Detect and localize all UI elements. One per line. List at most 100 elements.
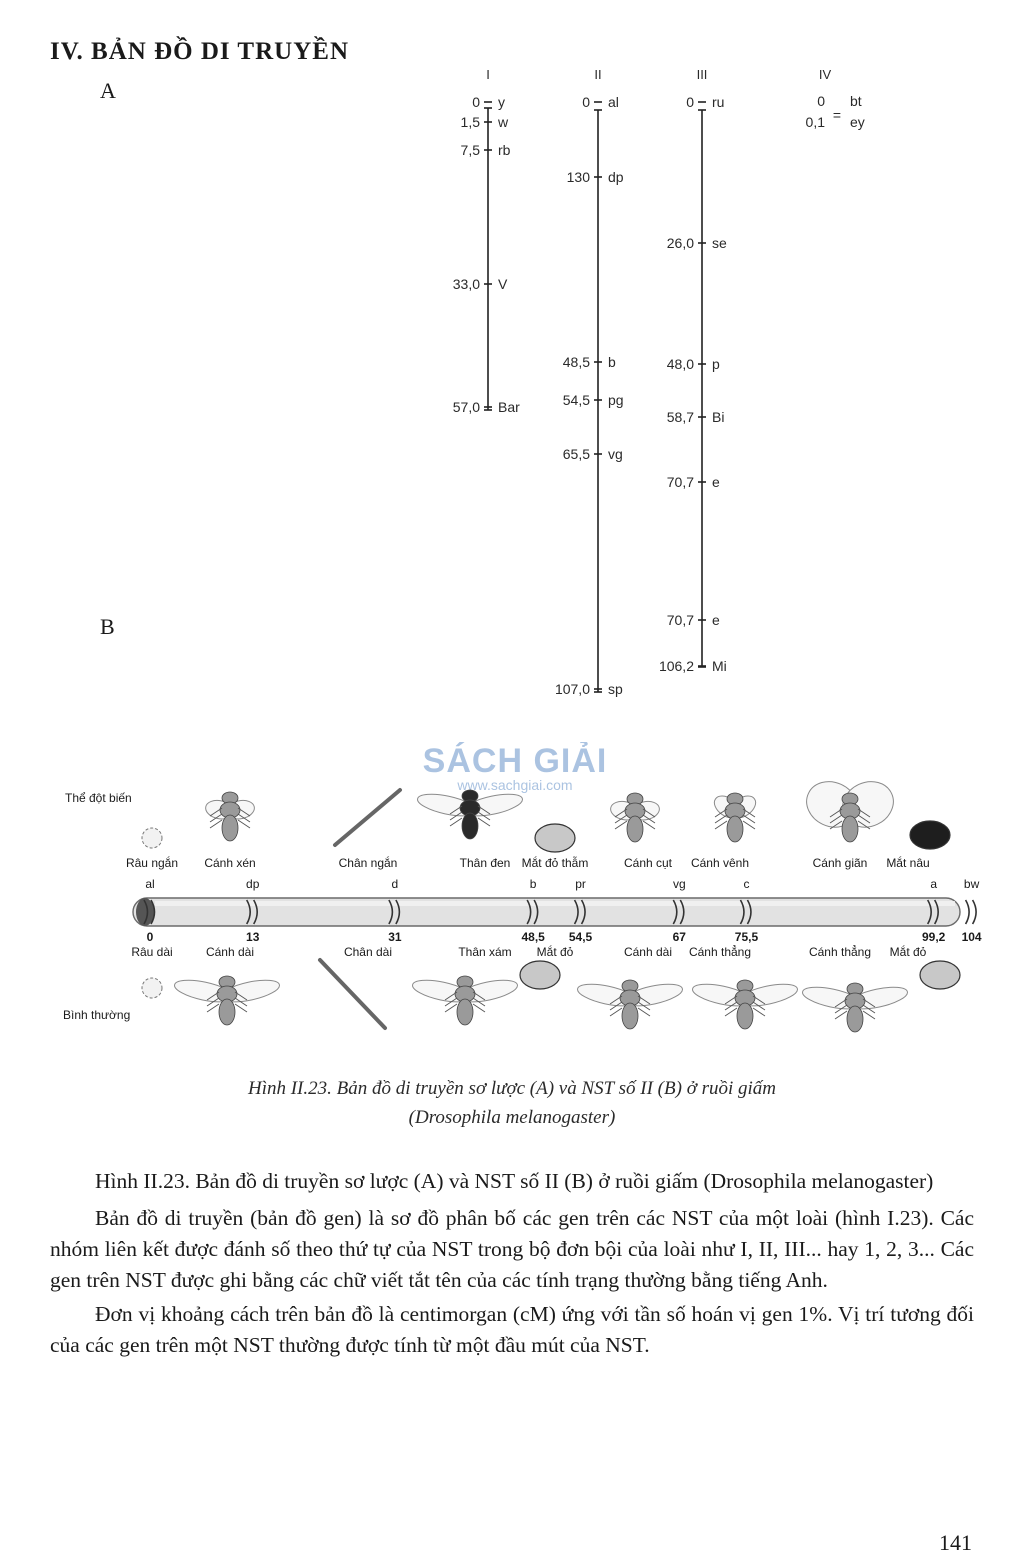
gene-symbol: e xyxy=(712,474,720,490)
gene-symbol: vg xyxy=(608,446,623,462)
fly-leg xyxy=(209,819,223,829)
fly-leg xyxy=(829,820,843,830)
body-paragraph-2: Bản đồ di truyền (bản đồ gen) là sơ đồ p… xyxy=(50,1206,974,1292)
normal-trait-label: Thân xám xyxy=(458,945,511,959)
normal-trait-label: Râu dài xyxy=(131,945,172,959)
fly-leg xyxy=(237,807,251,817)
normal-fly-straight-wing-2 xyxy=(802,982,908,1033)
fly-leg xyxy=(449,805,463,815)
fly-leg xyxy=(609,995,623,1005)
gene-symbol: p xyxy=(712,356,720,372)
body-paragraph-3: Đơn vị khoảng cách trên bản đồ là centim… xyxy=(50,1302,974,1357)
gene-position-label: 104 xyxy=(962,930,982,944)
fly-leg xyxy=(234,997,248,1007)
normal-trait-label: Mắt đỏ xyxy=(537,944,574,959)
gene-symbol: pg xyxy=(608,392,624,408)
band-mark xyxy=(573,899,579,925)
mutant-trait-label: Mắt nâu xyxy=(886,855,929,870)
gene-symbol-label: c xyxy=(743,877,749,891)
body-text: Hình II.23. Bản đồ di truyền sơ lược (A)… xyxy=(50,1166,974,1364)
gene-symbol-label: bw xyxy=(964,877,980,891)
gene-symbol: Mi xyxy=(712,658,727,674)
gene-position: 107,0 xyxy=(555,681,590,697)
fly-leg xyxy=(834,998,848,1008)
mutant-antenna-illustration xyxy=(141,827,163,849)
gene-position: 48,0 xyxy=(667,356,694,372)
gene-symbol: se xyxy=(712,235,727,251)
mutant-trait-label: Cánh vênh xyxy=(691,856,749,870)
fly-leg xyxy=(829,808,843,818)
body-paragraph-1: Hình II.23. Bản đồ di truyền sơ lược (A)… xyxy=(95,1169,934,1193)
figure-caption: Hình II.23. Bản đồ di truyền sơ lược (A)… xyxy=(100,1074,924,1132)
gene-symbol: V xyxy=(498,276,508,292)
gene-symbol: ru xyxy=(712,94,724,110)
fly-leg xyxy=(857,820,871,830)
normal-fly-long-wing xyxy=(174,975,280,1026)
page-number: 141 xyxy=(939,1530,972,1555)
gene-symbol: w xyxy=(497,114,509,130)
gene-position: 70,7 xyxy=(667,474,694,490)
gene-position-label: 54,5 xyxy=(569,930,593,944)
fly-leg xyxy=(862,1004,876,1014)
mutant-fly-spread-wing xyxy=(806,781,894,843)
fly-leg xyxy=(477,811,491,821)
gene-position: 7,5 xyxy=(461,142,481,158)
fly-leg xyxy=(857,808,871,818)
mutant-fly-curved-wing xyxy=(713,792,757,843)
fly-leg xyxy=(614,820,628,830)
fly-leg xyxy=(714,820,728,830)
fly-leg xyxy=(472,997,486,1007)
caption-line-1: Hình II.23. Bản đồ di truyền sơ lược (A)… xyxy=(247,1078,777,1099)
fly-leg xyxy=(642,808,656,818)
band-mark xyxy=(395,899,401,925)
gene-position: 0 xyxy=(472,94,480,110)
fly-abdomen xyxy=(621,1002,639,1030)
fly-leg xyxy=(862,998,876,1008)
gene-symbol: al xyxy=(608,94,619,110)
gene-position: 58,7 xyxy=(667,409,694,425)
mutant-fly-black-body xyxy=(417,789,523,840)
chromosome-label: IV xyxy=(819,67,832,82)
normal-trait-label: Cánh dài xyxy=(206,945,254,959)
part-b-label: B xyxy=(100,614,115,639)
normal-trait-label: Cánh thẳng xyxy=(809,944,871,959)
fly-leg xyxy=(444,997,458,1007)
band-mark xyxy=(246,899,251,925)
gene-position-label: 31 xyxy=(388,930,402,944)
row-label-mutant: Thể đột biến xyxy=(65,791,132,805)
fly-leg xyxy=(752,995,766,1005)
band-mark xyxy=(533,899,539,925)
band-mark xyxy=(746,899,752,925)
gene-position: 33,0 xyxy=(453,276,480,292)
fly-leg xyxy=(829,814,843,824)
fly-leg xyxy=(614,814,628,824)
mutant-eye-dark-red xyxy=(534,823,576,853)
gene-symbol-label: al xyxy=(145,877,154,891)
fly-leg xyxy=(444,1003,458,1013)
fly-leg xyxy=(472,1003,486,1013)
normal-trait-label: Mắt đỏ xyxy=(890,944,927,959)
mutant-trait-label: Chân ngắn xyxy=(339,855,398,870)
fly-leg xyxy=(477,805,491,815)
mutant-trait-label: Cánh xén xyxy=(204,856,255,870)
mutant-trait-label: Cánh cụt xyxy=(624,856,673,870)
fly-abdomen xyxy=(736,1002,754,1030)
gene-position: 0 xyxy=(582,94,590,110)
band-mark xyxy=(150,899,156,925)
mutant-short-leg-illustration xyxy=(333,788,402,847)
gene-symbol: bt xyxy=(850,93,862,109)
equals-sign: = xyxy=(833,107,841,123)
gene-position-label: 13 xyxy=(246,930,260,944)
fly-leg xyxy=(637,995,651,1005)
fly-abdomen xyxy=(626,815,644,843)
fly-leg xyxy=(834,1004,848,1014)
band-mark xyxy=(580,899,586,925)
fly-leg xyxy=(609,1007,623,1017)
gene-symbol-label: vg xyxy=(673,877,686,891)
gene-symbol: dp xyxy=(608,169,624,185)
gene-symbol: Bar xyxy=(498,399,520,415)
gene-position: 26,0 xyxy=(667,235,694,251)
fly-leg xyxy=(449,817,463,827)
gene-symbol: y xyxy=(498,94,505,110)
